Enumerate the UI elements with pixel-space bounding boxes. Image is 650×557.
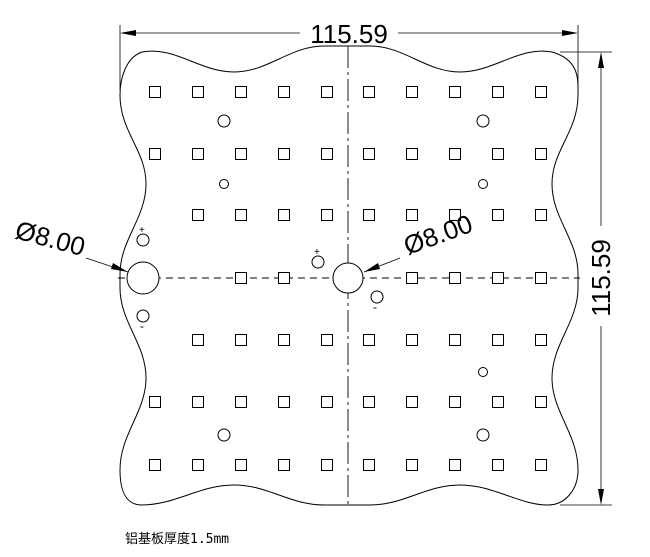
led-pad [235, 148, 247, 160]
led-pad [235, 272, 247, 284]
led-pad [192, 86, 204, 98]
led-pad [535, 396, 547, 408]
small-hole [219, 179, 229, 189]
terminal-hole-minus-left [136, 309, 150, 323]
led-pad [363, 459, 375, 471]
height-dimension: 115.59 [560, 51, 616, 506]
minus-mark: - [140, 319, 144, 333]
thickness-note: 铝基板厚度1.5mm [125, 531, 229, 547]
plus-mark: + [314, 247, 320, 258]
led-pad [406, 396, 418, 408]
led-pad [278, 459, 290, 471]
led-pad [449, 148, 461, 160]
left-mount-hole [126, 261, 160, 295]
led-pad [278, 334, 290, 346]
led-pad [535, 334, 547, 346]
led-pad [149, 396, 161, 408]
small-hole [217, 428, 231, 442]
led-pad [278, 396, 290, 408]
led-pad [149, 86, 161, 98]
terminal-hole-plus-center [311, 255, 325, 269]
width-dimension: 115.59 [119, 19, 579, 90]
led-pad [449, 459, 461, 471]
led-pad [321, 396, 333, 408]
led-pad [363, 148, 375, 160]
left-hole-callout: Ø8.00 [12, 215, 129, 273]
led-pad [192, 148, 204, 160]
led-pad [278, 272, 290, 284]
led-pad [321, 459, 333, 471]
led-pad [535, 86, 547, 98]
small-hole [476, 114, 490, 128]
small-hole [476, 428, 490, 442]
led-pad [235, 209, 247, 221]
left-hole-label: Ø8.00 [12, 215, 88, 262]
led-pad [535, 459, 547, 471]
led-pad [492, 459, 504, 471]
led-pad [235, 86, 247, 98]
led-pad [492, 148, 504, 160]
center-hole-callout: Ø8.00 [363, 208, 476, 273]
led-pad [535, 148, 547, 160]
led-pad [321, 334, 333, 346]
led-pad [278, 209, 290, 221]
led-pad [149, 459, 161, 471]
led-pad [192, 396, 204, 408]
led-pad [321, 209, 333, 221]
height-label: 115.59 [586, 239, 616, 317]
small-hole [478, 367, 488, 377]
led-pad [535, 209, 547, 221]
led-pad [492, 272, 504, 284]
led-pad [235, 459, 247, 471]
led-pad [449, 396, 461, 408]
led-pad [192, 209, 204, 221]
terminal-hole-plus-left [136, 233, 150, 247]
led-pad [492, 396, 504, 408]
led-pad [278, 148, 290, 160]
small-hole [217, 114, 231, 128]
width-label: 115.59 [310, 19, 388, 49]
led-pad [363, 209, 375, 221]
led-pad [363, 334, 375, 346]
led-pad [449, 86, 461, 98]
led-pad [449, 209, 461, 221]
small-hole [478, 179, 488, 189]
mounting-holes [126, 114, 490, 442]
led-pad [535, 272, 547, 284]
pad-grid [149, 86, 547, 471]
led-pad [492, 209, 504, 221]
led-pad [192, 334, 204, 346]
led-pad [192, 459, 204, 471]
led-pad [449, 334, 461, 346]
led-pad [449, 272, 461, 284]
led-pad [278, 86, 290, 98]
led-pad [406, 209, 418, 221]
led-pad [235, 396, 247, 408]
led-pad [406, 334, 418, 346]
board-outline [119, 45, 579, 506]
led-pad [149, 148, 161, 160]
led-pad [406, 459, 418, 471]
led-pad [363, 86, 375, 98]
led-pad [363, 396, 375, 408]
center-mount-hole [332, 262, 364, 294]
minus-mark: - [373, 300, 377, 314]
led-pad [321, 148, 333, 160]
led-pad [492, 86, 504, 98]
plus-mark: + [139, 225, 145, 236]
led-pad [406, 148, 418, 160]
led-pad [406, 86, 418, 98]
terminal-hole-minus-center [370, 290, 384, 304]
led-pad [492, 334, 504, 346]
led-pad [406, 272, 418, 284]
led-pad [235, 334, 247, 346]
led-pad [321, 86, 333, 98]
